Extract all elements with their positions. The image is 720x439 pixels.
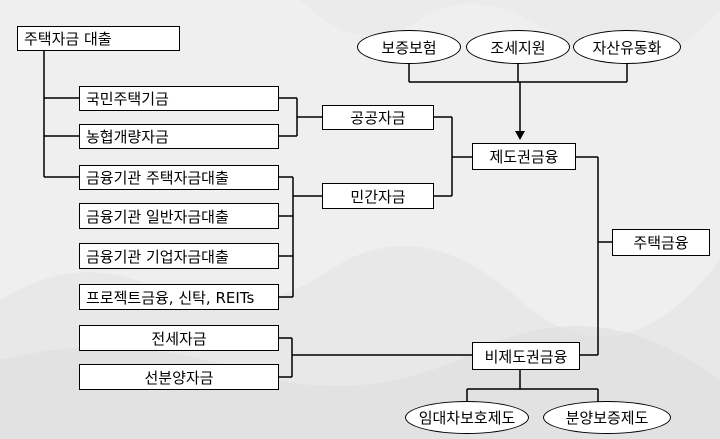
non-institutional-finance-box: 비제도권금융 [472, 342, 580, 370]
support-oval-presale-guarantee: 분양보증제도 [543, 401, 671, 434]
loan-item-label: 금융기관 기업자금대출 [86, 247, 229, 266]
loan-item-national-housing-fund: 국민주택기금 [79, 86, 279, 111]
support-oval-lease-protection: 임대차보호제도 [405, 401, 529, 434]
private-fund-label: 민간자금 [350, 187, 406, 206]
non-institutional-finance-label: 비제도권금융 [484, 347, 568, 366]
support-label: 자산유동화 [592, 38, 662, 57]
support-label: 조세지원 [490, 38, 546, 57]
title-box: 주택자금 대출 [17, 26, 180, 51]
support-oval-guarantee-insurance: 보증보험 [357, 30, 461, 64]
loan-item-label: 전세자금 [151, 329, 207, 348]
title-label: 주택자금 대출 [24, 30, 112, 48]
support-label: 분양보증제도 [565, 409, 649, 427]
loan-item-fi-general-loan: 금융기관 일반자금대출 [79, 203, 279, 229]
loan-item-label: 금융기관 일반자금대출 [86, 207, 229, 226]
loan-item-label: 프로젝트금융, 신탁, REITs [86, 288, 255, 307]
institutional-finance-box: 제도권금융 [472, 143, 576, 170]
support-oval-asset-securitization: 자산유동화 [573, 30, 681, 64]
housing-finance-label: 주택금융 [633, 234, 689, 252]
loan-item-jeonse-fund: 전세자금 [79, 325, 279, 351]
institutional-finance-label: 제도권금융 [489, 148, 559, 166]
loan-item-presale-fund: 선분양자금 [79, 364, 279, 390]
private-fund-box: 민간자금 [322, 183, 434, 209]
loan-item-label: 농협개량자금 [86, 128, 169, 146]
loan-item-label: 국민주택기금 [86, 90, 169, 108]
support-label: 임대차보호제도 [418, 409, 516, 427]
loan-item-label: 금융기관 주택자금대출 [86, 169, 229, 187]
support-label: 보증보험 [381, 38, 437, 57]
housing-finance-box: 주택금융 [612, 229, 710, 256]
loan-item-fi-corporate-loan: 금융기관 기업자금대출 [79, 243, 279, 269]
loan-item-fi-housing-loan: 금융기관 주택자금대출 [79, 165, 279, 190]
support-oval-tax-support: 조세지원 [466, 30, 570, 64]
public-fund-box: 공공자금 [322, 105, 434, 130]
public-fund-label: 공공자금 [350, 109, 406, 127]
loan-item-nonghyup-improvement-fund: 농협개량자금 [79, 124, 279, 149]
loan-item-label: 선분양자금 [144, 368, 214, 387]
loan-item-project-finance: 프로젝트금융, 신탁, REITs [79, 284, 279, 310]
